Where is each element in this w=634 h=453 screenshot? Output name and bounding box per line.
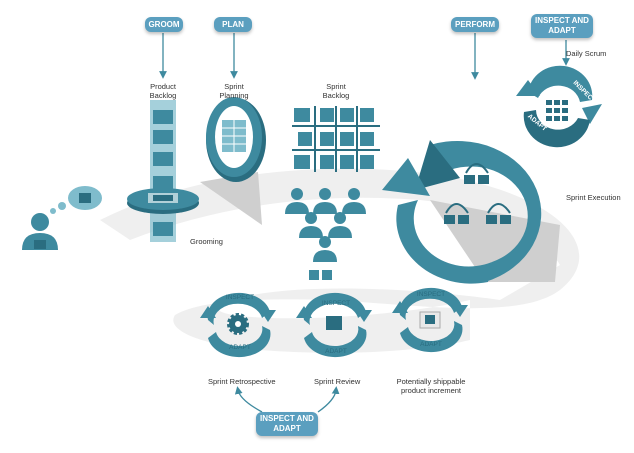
increment-cycle: INSPECT ADAPT [392,287,468,353]
daily-scrum-label: Daily Scrum [566,49,607,58]
sprint-review-label: Sprint Review [314,377,361,386]
planning-shadow [200,172,262,225]
retrospective-cycle: INSPECT ADAPT [200,292,276,358]
bottom-arrow-right [317,386,340,413]
review-adapt-text: ADAPT [325,348,347,355]
review-cycle: INSPECT ADAPT [296,292,372,358]
sprint-execution-cycle [382,140,542,284]
increment-box-icon [425,315,435,324]
plan-label: PLAN [214,17,252,32]
sprint-planning-ring [206,97,266,182]
sprint-retrospective-label: Sprint Retrospective [208,377,276,386]
groom-label: GROOM [145,17,183,32]
product-backlog-stack [127,100,199,242]
sprint-backlog-grid [292,106,380,172]
retro-inspect-text: INSPECT [226,294,254,301]
increment-inspect-text: INSPECT [417,291,445,298]
review-box-icon [326,316,342,330]
scrum-team-icon [285,188,366,280]
increment-adapt-text: ADAPT [420,341,442,348]
bottom-arrow-left [234,386,263,413]
review-inspect-text: INSPECT [322,300,350,307]
product-owner-icon [22,186,102,250]
grooming-label: Grooming [190,237,223,246]
retro-adapt-text: ADAPT [229,344,251,351]
daily-scrum-cycle: INSPECT ADAPT [516,65,602,148]
sprint-execution-label: Sprint Execution [566,193,621,202]
perform-label: PERFORM [451,17,499,32]
